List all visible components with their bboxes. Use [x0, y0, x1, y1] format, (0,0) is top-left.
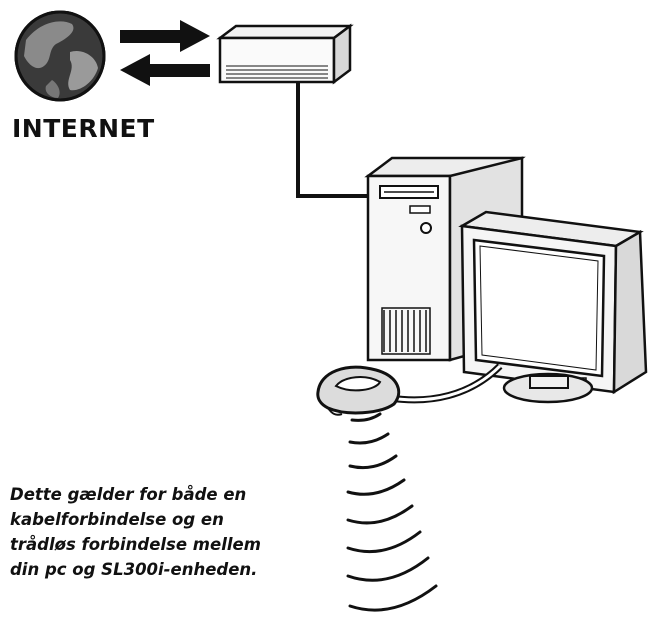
arrow-right-icon	[120, 20, 210, 52]
internet-label: INTERNET	[12, 114, 155, 143]
globe-icon	[14, 10, 106, 102]
caption-line: din pc og SL300i-enheden.	[10, 560, 258, 579]
caption-text: Dette gælder for både en kabelforbindels…	[10, 482, 310, 582]
arrow-left-icon	[120, 54, 210, 86]
caption-line: trådløs forbindelse mellem	[10, 535, 261, 554]
caption-line: Dette gælder for både en	[10, 485, 247, 504]
wireless-signal-icon	[346, 412, 438, 612]
network-cable	[296, 82, 372, 198]
crt-monitor-icon	[458, 210, 648, 404]
modem-icon	[216, 23, 354, 85]
wireless-adapter-icon	[316, 365, 400, 416]
caption-line: kabelforbindelse og en	[10, 510, 224, 529]
